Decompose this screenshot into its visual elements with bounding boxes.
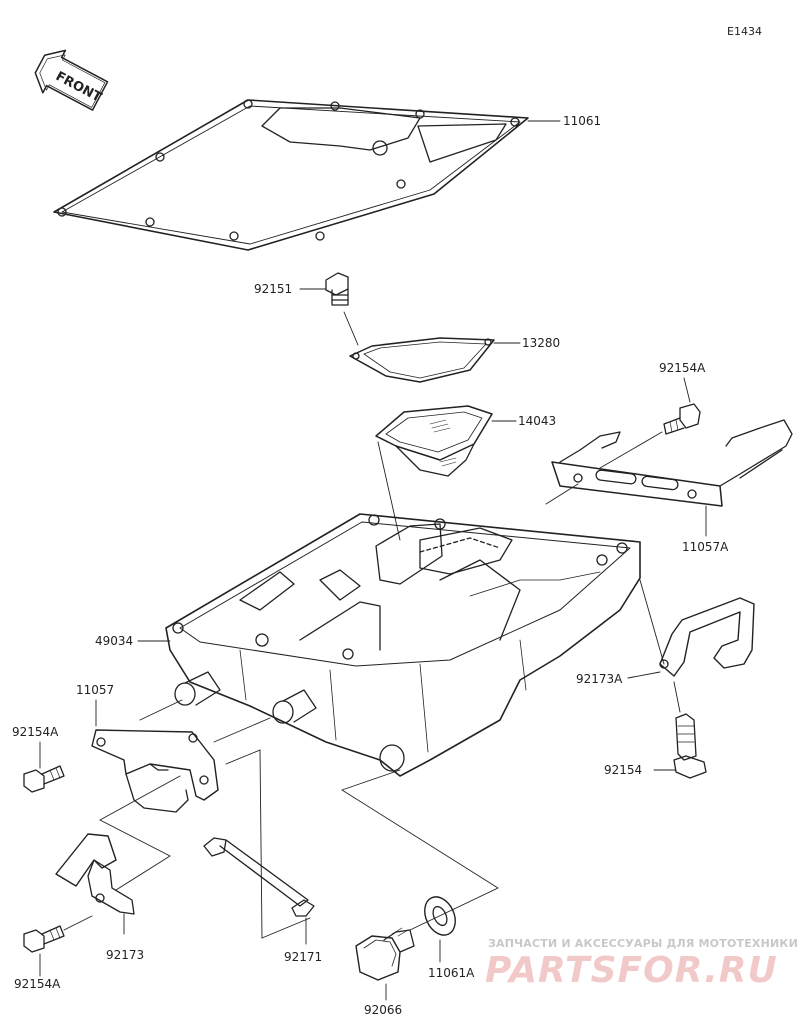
part-label-92154A-top[interactable]: 92154A: [659, 361, 706, 375]
part-label-92066[interactable]: 92066: [364, 1003, 403, 1017]
bracket-92173: [55, 833, 135, 915]
part-label-92151[interactable]: 92151: [254, 282, 293, 296]
part-label-92171[interactable]: 92171: [284, 950, 323, 964]
part-label-92173[interactable]: 92173: [106, 948, 145, 962]
drain-bolt-92066: [355, 927, 415, 981]
oil-pan-49034: [165, 513, 641, 777]
bracket-11057: [91, 729, 219, 813]
part-label-11061A[interactable]: 11061A: [428, 966, 475, 980]
oil-pan-gasket-11061: [53, 99, 529, 251]
bracket-11057A: [551, 419, 793, 507]
bolt-92154: [673, 713, 707, 779]
bracket-92173A: [659, 597, 755, 677]
part-label-11061[interactable]: 11061: [563, 114, 602, 128]
watermark-tagline: ЗАПЧАСТИ И АКСЕССУАРЫ ДЛЯ МОТОТЕХНИКИ: [488, 937, 798, 950]
diagram-code: E1434: [727, 25, 762, 38]
part-label-49034[interactable]: 49034: [95, 634, 134, 648]
front-arrow-icon: FRONT: [34, 49, 109, 111]
part-label-11057A[interactable]: 11057A: [682, 540, 729, 554]
part-label-92154A-left[interactable]: 92154A: [12, 725, 59, 739]
part-label-13280[interactable]: 13280: [522, 336, 561, 350]
part-label-92154[interactable]: 92154: [604, 763, 643, 777]
part-label-14043[interactable]: 14043: [518, 414, 557, 428]
oil-strainer-14043: [375, 405, 493, 477]
part-label-92173A[interactable]: 92173A: [576, 672, 623, 686]
rod-92171: [203, 837, 315, 917]
gasket-13280: [349, 337, 495, 383]
part-label-92154A-bottom[interactable]: 92154A: [14, 977, 61, 991]
bolt-92154A-bottom: [23, 925, 65, 953]
watermark-logo: PARTSFOR.RU: [485, 950, 778, 991]
part-label-11057[interactable]: 11057: [76, 683, 115, 697]
bolt-92154A-left: [23, 765, 65, 793]
bolt-92154A-top: [663, 403, 701, 435]
bolt-92151: [325, 272, 349, 306]
